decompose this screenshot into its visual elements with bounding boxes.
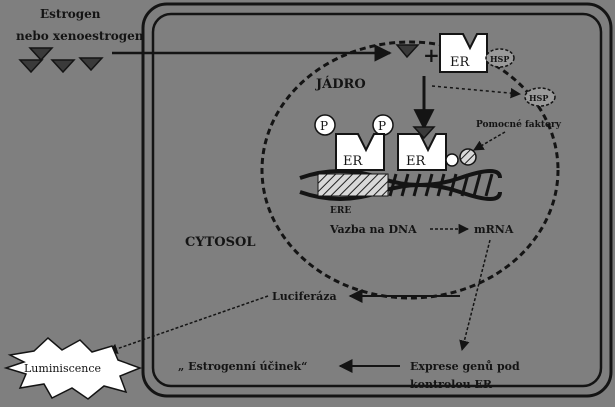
- hsp-label-free: HSP: [529, 93, 548, 103]
- er-receptor-icon: [439, 33, 488, 73]
- estrogen-effect-label: „ Estrogenní účinek“: [178, 360, 307, 373]
- cell-membrane-inner: [151, 12, 603, 388]
- gene-expression-line2: kontrolou ER: [410, 378, 493, 391]
- ligand-icon: [78, 57, 104, 72]
- plus-sign: +: [423, 43, 440, 67]
- phosphate-icon: [314, 114, 336, 136]
- cytosol-label: CYTOSOL: [185, 235, 255, 250]
- hsp-release-arrow: [431, 85, 522, 99]
- er-label-top: ER: [450, 55, 470, 70]
- hsp-icon: [485, 48, 515, 68]
- coactivator-icon: [445, 153, 459, 167]
- phosphate-label: P: [378, 119, 386, 133]
- dna-binding-label: Vazba na DNA: [329, 223, 417, 236]
- ligand-icon: [50, 59, 76, 74]
- luciferase-label: Luciferáza: [272, 290, 337, 303]
- mrna-export-arrow: [459, 239, 491, 352]
- cofactors-arrow: [473, 131, 506, 151]
- er-label-dimer-left: ER: [343, 154, 363, 169]
- phosphate-label: P: [320, 119, 328, 133]
- luminescence-label: Luminiscence: [24, 362, 101, 375]
- cell-membrane-outer: [141, 2, 613, 398]
- mrna-label: mRNA: [474, 223, 514, 236]
- ere-label: ERE: [330, 206, 351, 216]
- hsp-icon: [524, 87, 556, 107]
- ere-element: [317, 173, 389, 197]
- ligand-icon: [395, 44, 420, 59]
- nucleus-label: JÁDRO: [315, 76, 366, 92]
- luminescence-arrow: [107, 295, 269, 354]
- ligand-icon: [18, 59, 44, 74]
- ligand-icon: [28, 47, 54, 62]
- cofactor-icon: [459, 148, 477, 166]
- hsp-label-top: HSP: [490, 54, 509, 64]
- luminescence-burst-icon: [3, 336, 143, 400]
- cofactors-label: Pomocné faktory: [476, 119, 562, 130]
- gene-expression-line1: Exprese genů pod: [410, 360, 520, 373]
- nucleus: [260, 40, 560, 300]
- ligand-label-line1: Estrogen: [40, 7, 101, 21]
- ligand-icon: [412, 126, 436, 140]
- er-receptor-icon: [397, 133, 447, 171]
- dna-helix: [299, 169, 502, 201]
- ligand-label-line2: nebo xenoestrogen: [16, 29, 144, 43]
- er-label-dimer-right: ER: [406, 154, 426, 169]
- ligand-triangles: [18, 47, 104, 74]
